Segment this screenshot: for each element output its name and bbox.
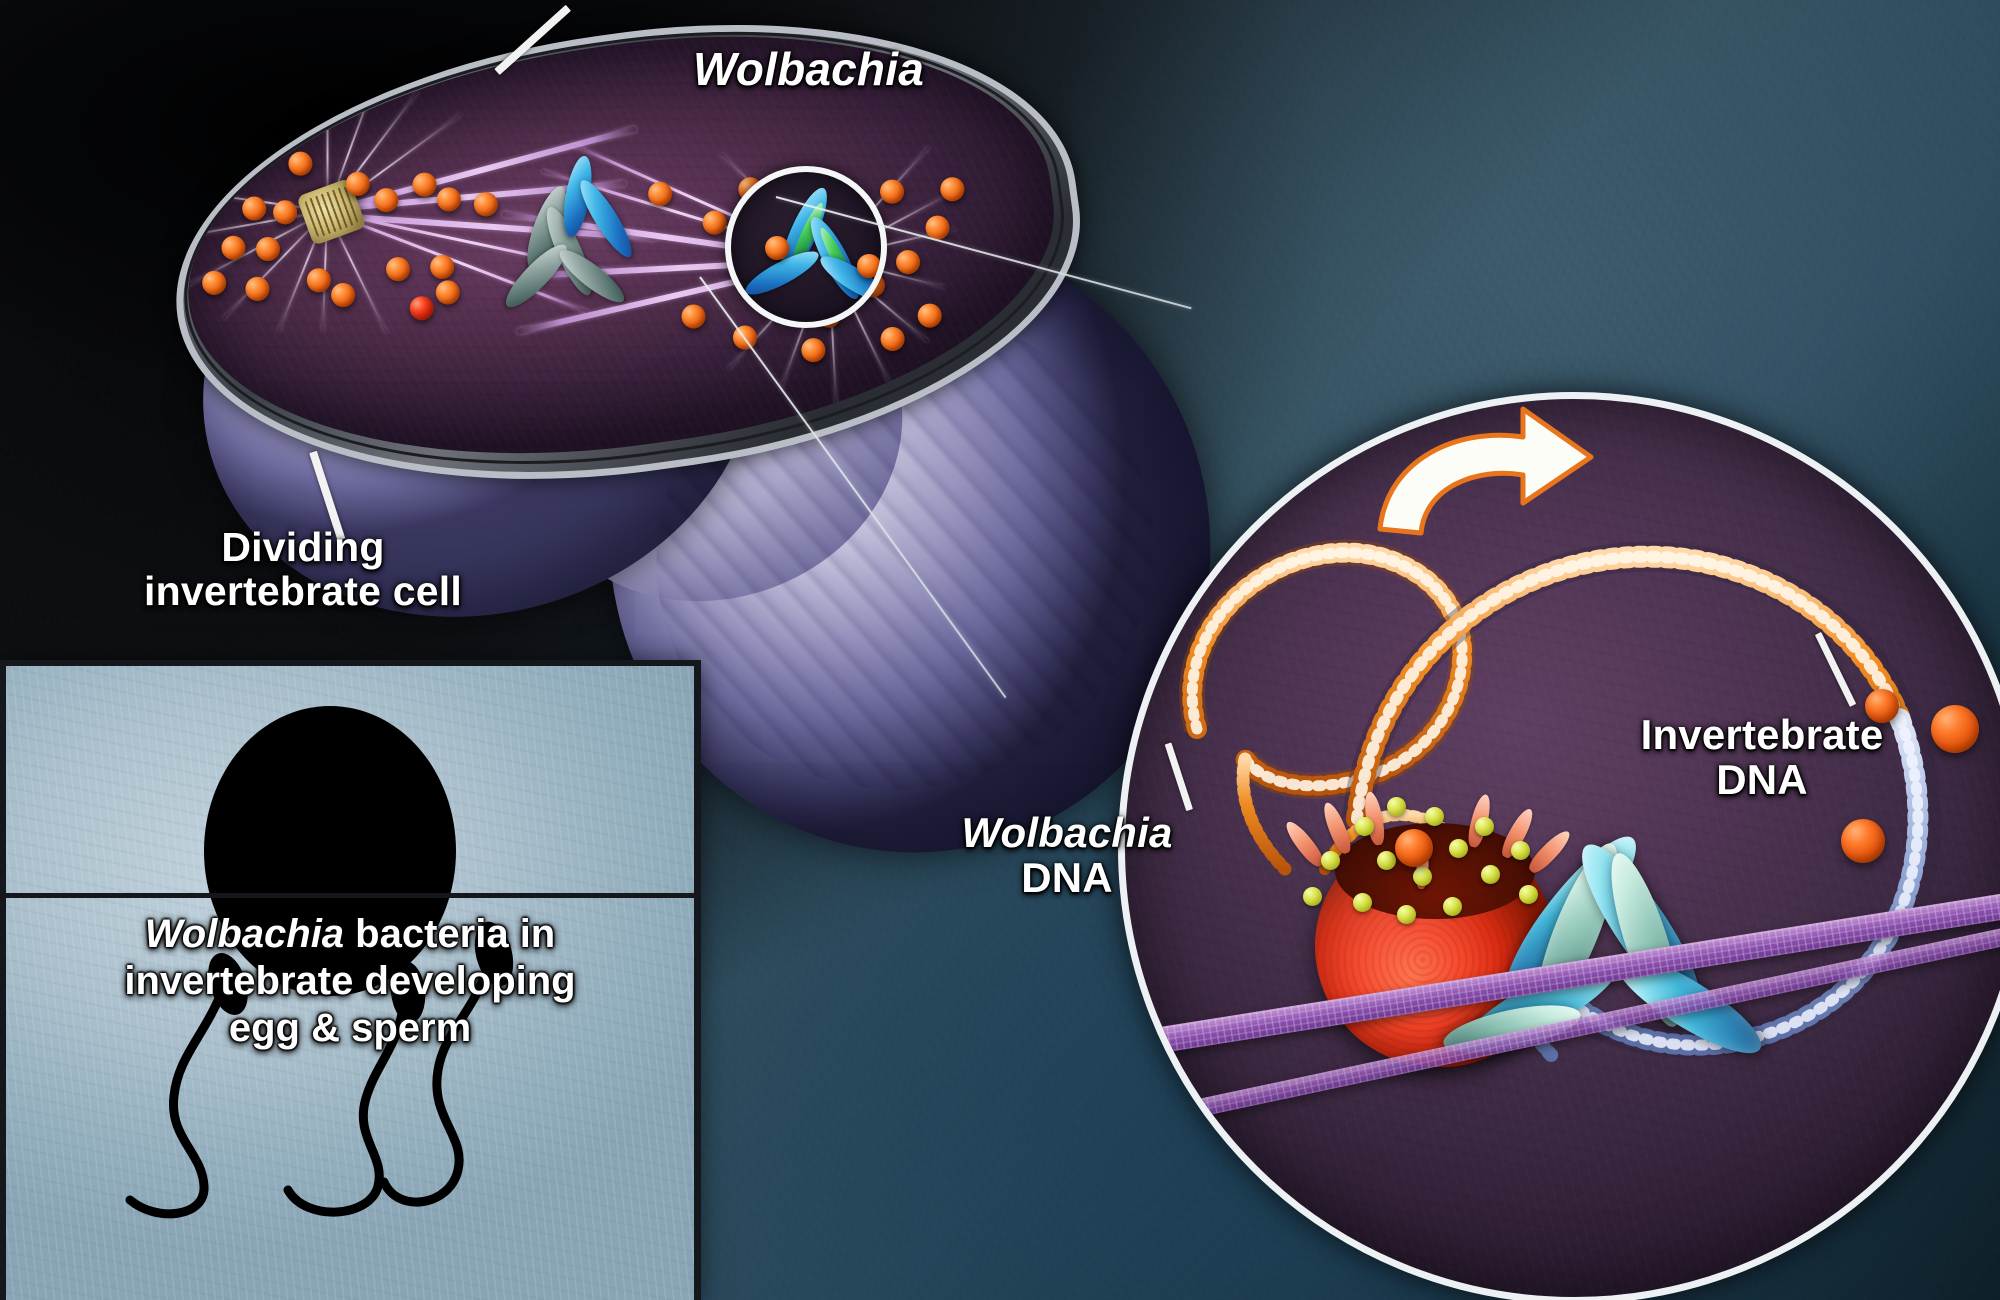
dividing-invertebrate-cell [95, 0, 1275, 909]
label-invertebrate-dna-line1: Invertebrate [1640, 711, 1884, 758]
inset-caption-line2: invertebrate developing [124, 958, 576, 1003]
developing-egg [204, 706, 456, 996]
inset-divider [6, 893, 694, 898]
label-wolbachia-dna-line2: DNA [1021, 854, 1113, 902]
label-invertebrate-dna-line2: DNA [1716, 756, 1808, 804]
label-dividing-invertebrate-cell: Dividing invertebrate cell [128, 525, 478, 614]
magnifier-circle-large [1118, 392, 2000, 1300]
label-dividing-line2: invertebrate cell [144, 568, 462, 615]
gene-transfer-arrow [1377, 406, 1594, 536]
inset-panel-egg-sperm: Wolbachia bacteria in invertebrate devel… [0, 660, 701, 1300]
magnifier-ring-small [725, 166, 887, 328]
label-invertebrate-dna: Invertebrate DNA [1612, 712, 1912, 803]
label-wolbachia-dna-line1: Wolbachia [961, 809, 1173, 856]
label-wolbachia-top: Wolbachia [693, 43, 924, 95]
sperm-group [125, 921, 514, 1219]
inset-caption-line1: Wolbachia bacteria in [6, 911, 694, 958]
label-dividing-line1: Dividing [221, 524, 385, 570]
inset-caption-line1-rest: bacteria in [344, 912, 556, 956]
inset-caption-line1-italic: Wolbachia [144, 912, 345, 956]
label-wolbachia-dna: Wolbachia DNA [952, 810, 1182, 901]
inset-caption: Wolbachia bacteria in invertebrate devel… [6, 911, 694, 1051]
inset-caption-line3: egg & sperm [228, 1005, 472, 1050]
